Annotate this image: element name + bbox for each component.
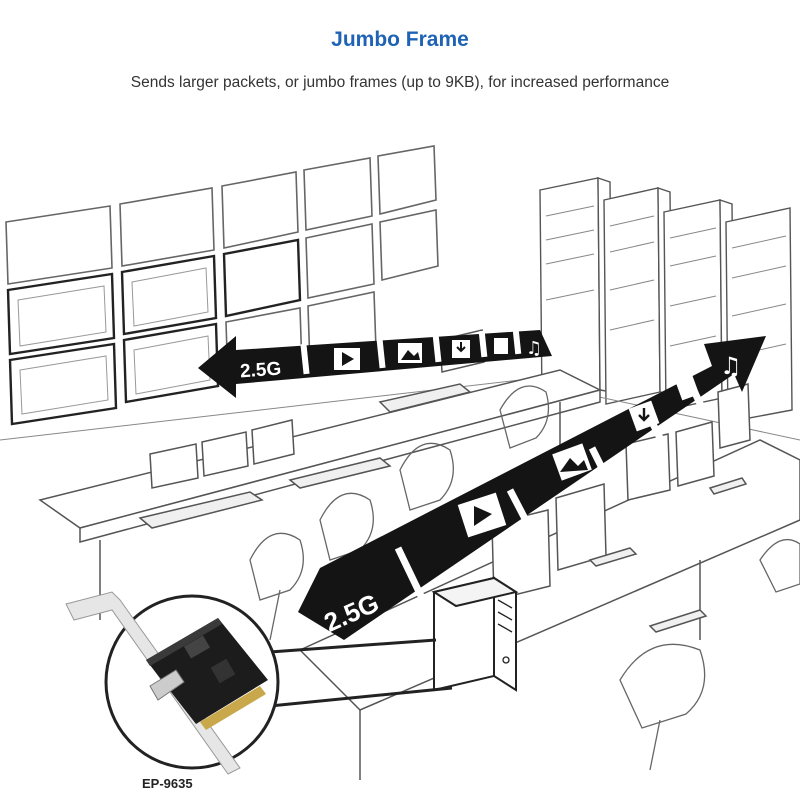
music-icon: ♫ [526, 338, 542, 359]
back-data-arrow: ♫ [198, 329, 552, 398]
download-icon [628, 400, 660, 432]
music-icon: ♫ [720, 352, 742, 380]
page-title: Jumbo Frame [331, 28, 469, 51]
front-data-arrow: ♫ [298, 336, 766, 640]
image-icon [398, 343, 422, 363]
office-chairs [249, 385, 800, 771]
nic-card-closeup [65, 591, 280, 775]
model-number: EP-9635 [142, 776, 193, 791]
back-arrow-speed-label: 2.5G [239, 359, 282, 383]
document-icon [674, 373, 700, 401]
document-icon [494, 338, 508, 354]
pc-tower [431, 576, 519, 692]
video-wall [5, 145, 439, 426]
image-icon [552, 443, 592, 481]
svg-text:♫: ♫ [720, 352, 742, 380]
video-icon [457, 492, 507, 538]
operator-desks [38, 329, 800, 780]
svg-text:♫: ♫ [526, 338, 542, 359]
video-icon [334, 348, 360, 370]
page-subtitle: Sends larger packets, or jumbo frames (u… [130, 74, 670, 91]
download-icon [452, 340, 470, 358]
zoom-callout-lines [269, 638, 453, 708]
front-arrow-speed-label: 2.5G [320, 587, 384, 637]
